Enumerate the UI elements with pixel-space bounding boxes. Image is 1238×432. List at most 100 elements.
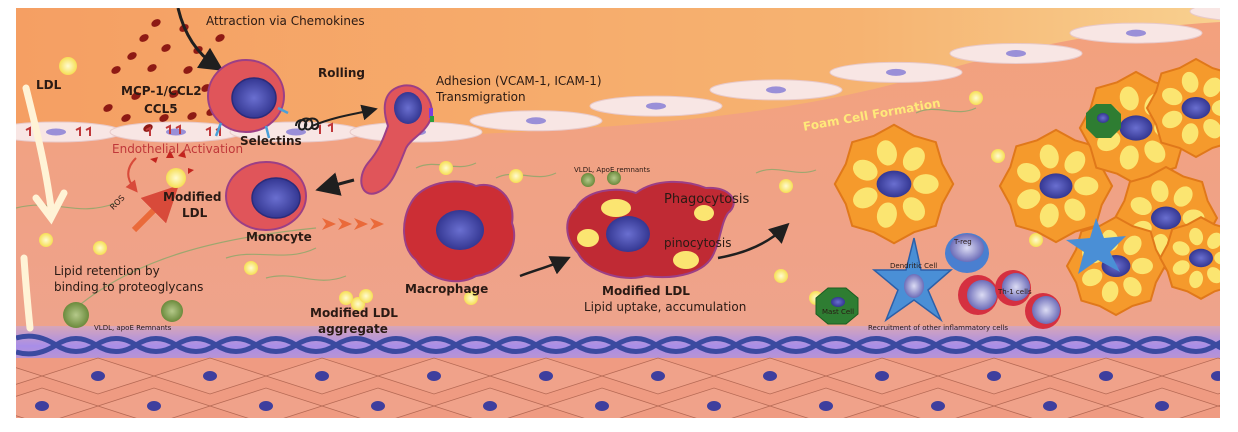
endothelial-cell bbox=[1189, 8, 1220, 21]
smooth-muscle-nucleus bbox=[819, 401, 833, 411]
ldl-particle bbox=[969, 91, 983, 105]
chemokine-particle bbox=[139, 34, 149, 42]
recruitment-label: Recruitment of other inflammatory cells bbox=[868, 324, 1009, 332]
smooth-muscle-nucleus bbox=[91, 371, 105, 381]
macrophage-cell bbox=[403, 180, 516, 283]
ldl-particle bbox=[93, 241, 107, 255]
ccl5-label: CCL5 bbox=[144, 102, 178, 116]
foam-cell bbox=[1159, 216, 1220, 300]
t-reg-cell bbox=[945, 233, 989, 273]
smooth-muscle-nucleus bbox=[931, 401, 945, 411]
smooth-muscle-cells bbox=[16, 357, 1220, 418]
smooth-muscle-nucleus bbox=[987, 371, 1001, 381]
transmigration-label: Transmigration bbox=[436, 90, 526, 104]
pinocytosis-label: pinocytosis bbox=[664, 236, 732, 250]
endothelial-nucleus bbox=[1006, 49, 1026, 57]
ldl-particle bbox=[991, 149, 1005, 163]
proteoglycan-fibers bbox=[16, 107, 977, 309]
endothelial-nucleus bbox=[766, 86, 786, 94]
endothelial-nucleus bbox=[646, 102, 666, 110]
ldl-particles bbox=[39, 91, 1043, 311]
smooth-muscle-nucleus bbox=[539, 371, 553, 381]
ldl-particle bbox=[439, 161, 453, 175]
endothelial-nucleus bbox=[1126, 29, 1146, 37]
mast-cell bbox=[815, 287, 859, 325]
chemokine-particle bbox=[159, 114, 169, 122]
chemokine-particle bbox=[147, 64, 157, 72]
smooth-muscle-cell bbox=[1160, 357, 1220, 395]
foam-cells bbox=[833, 57, 1220, 317]
lipid-laden-macrophage bbox=[566, 180, 735, 279]
chemokine-particle bbox=[169, 90, 179, 98]
ldl-particle bbox=[779, 179, 793, 193]
receptor-mark bbox=[85, 126, 91, 136]
ldl-particle bbox=[339, 291, 353, 305]
receptor-mark bbox=[75, 126, 81, 136]
smooth-muscle-nucleus bbox=[483, 401, 497, 411]
ldl-particle bbox=[39, 233, 53, 247]
rolling-arrow bbox=[295, 104, 378, 131]
attraction-arrow bbox=[176, 8, 224, 71]
ldl-label: LDL bbox=[36, 78, 62, 92]
atherosclerosis-diagram: LDL MCP-1/CCL2 CCL5 Attraction via Chemo… bbox=[16, 8, 1220, 418]
chemokine-particles bbox=[25, 19, 333, 136]
monocyte-cell bbox=[225, 161, 307, 231]
chemokine-particle bbox=[103, 104, 113, 112]
chemokine-particle bbox=[161, 44, 171, 52]
attraction-label: Attraction via Chemokines bbox=[206, 14, 365, 28]
chemokine-particle bbox=[215, 34, 225, 42]
ros-arrow bbox=[131, 185, 179, 233]
chemokine-particle bbox=[131, 92, 141, 100]
chemokine-particle bbox=[187, 112, 197, 120]
foam-cell bbox=[833, 123, 955, 245]
lipid-uptake-label: Lipid uptake, accumulation bbox=[584, 300, 747, 314]
differentiation-chevrons bbox=[322, 218, 384, 230]
ldl-particle bbox=[1029, 233, 1043, 247]
lamina-strand bbox=[16, 333, 1220, 354]
smooth-muscle-nucleus bbox=[259, 401, 273, 411]
vldl-apoe-remnants-label: VLDL, ApoE remnants bbox=[574, 166, 650, 174]
smooth-muscle-nucleus bbox=[1099, 371, 1113, 381]
phagocytosis-label: Phagocytosis bbox=[664, 192, 750, 207]
modified-ldl-label-line2: LDL bbox=[182, 206, 208, 220]
smooth-muscle-nucleus bbox=[763, 371, 777, 381]
dendritic-cell bbox=[871, 237, 954, 323]
smooth-muscle-nucleus bbox=[427, 371, 441, 381]
lipid-retention-label-line2: binding to proteoglycans bbox=[54, 280, 204, 294]
smooth-muscle-nucleus bbox=[1211, 371, 1220, 381]
modified-ldl-particle bbox=[166, 168, 186, 188]
chemokine-particle bbox=[127, 52, 137, 60]
lipid-retention-label-line1: Lipid retention by bbox=[54, 264, 160, 278]
endothelial-nucleus bbox=[886, 68, 906, 76]
receptor-mark bbox=[145, 126, 151, 136]
receptor-mark bbox=[205, 126, 211, 136]
endothelial-nucleus bbox=[526, 117, 546, 125]
vldl-particles bbox=[63, 300, 183, 328]
smooth-muscle-nucleus bbox=[371, 401, 385, 411]
foam-cell bbox=[998, 128, 1114, 244]
ldl-particle bbox=[359, 289, 373, 303]
foam-cell bbox=[1145, 57, 1220, 159]
dendritic-cell-cluster bbox=[1066, 218, 1126, 274]
endothelial-nucleus bbox=[46, 128, 66, 136]
rolling-monocyte bbox=[207, 59, 289, 139]
rolling-label: Rolling bbox=[318, 66, 365, 80]
activation-burst bbox=[150, 150, 194, 174]
modified-ldl-aggregate-label-line2: aggregate bbox=[318, 322, 388, 336]
endothelial-activation-label: Endothelial Activation bbox=[112, 142, 244, 156]
lamina-strand bbox=[16, 336, 1220, 357]
mast-cell-cluster bbox=[1086, 104, 1121, 138]
adhesion-label: Adhesion (VCAM-1, ICAM-1) bbox=[436, 74, 602, 88]
selectins-label: Selectins bbox=[240, 134, 302, 148]
ldl-entry-arrow bbox=[22, 84, 55, 212]
ldl-particle bbox=[464, 291, 478, 305]
smooth-muscle-nucleus bbox=[875, 371, 889, 381]
macrophage-label: Macrophage bbox=[405, 282, 489, 296]
receptor-mark bbox=[327, 122, 333, 132]
smooth-muscle-nucleus bbox=[203, 371, 217, 381]
monocyte-label: Monocyte bbox=[246, 230, 312, 244]
ldl-particle bbox=[244, 261, 258, 275]
smooth-muscle-nucleus bbox=[1043, 401, 1057, 411]
smooth-muscle-nucleus bbox=[595, 401, 609, 411]
ldl-particle bbox=[509, 169, 523, 183]
